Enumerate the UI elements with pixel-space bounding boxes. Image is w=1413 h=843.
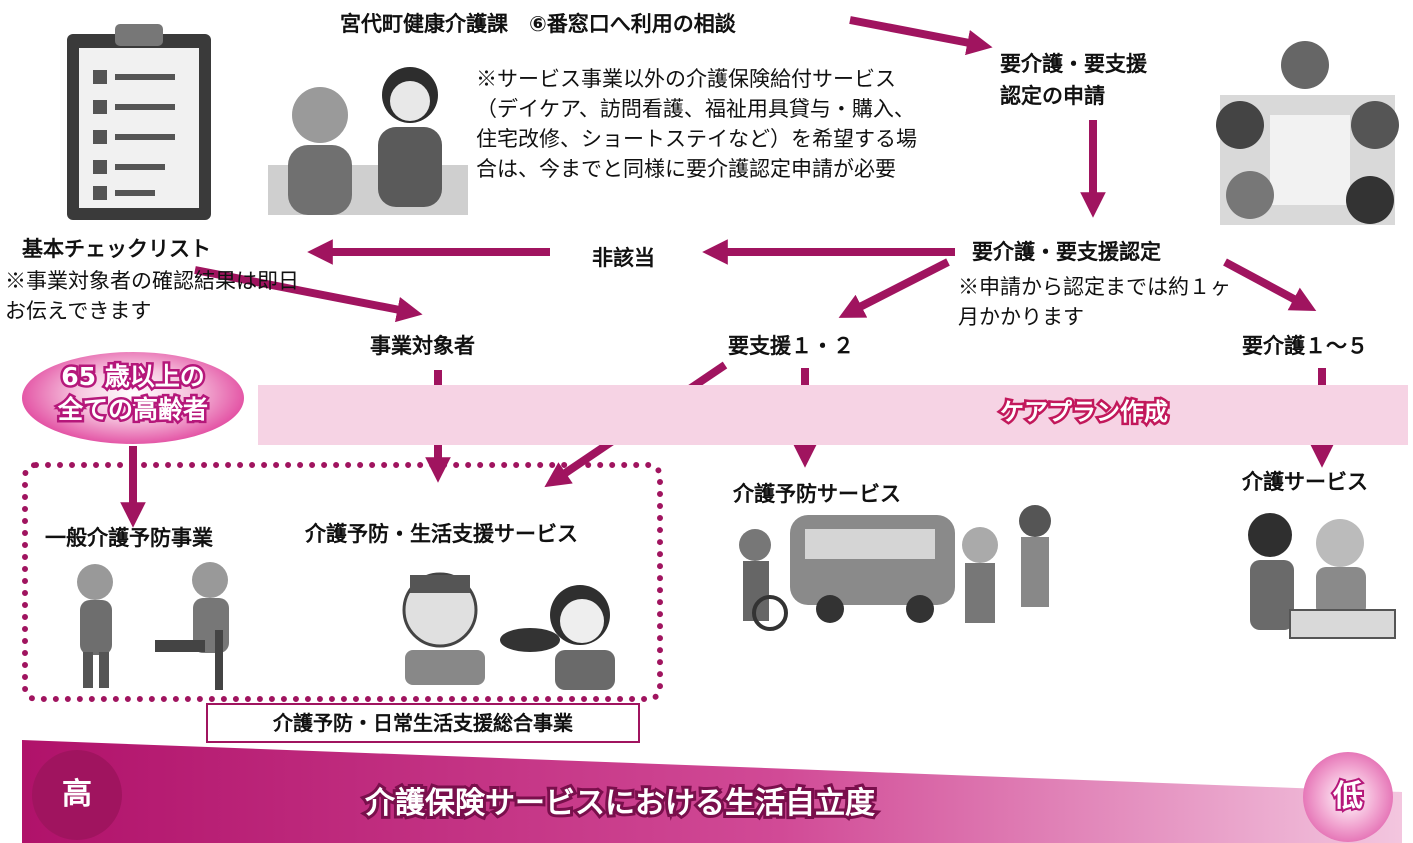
certification-label: 要介護・要支援認定	[972, 240, 1161, 264]
support12-label: 要支援１・２	[728, 334, 854, 358]
care-meal-illustration	[1248, 513, 1396, 639]
scale-high-marker: 高	[32, 750, 122, 840]
prevention-service-label: 介護予防サービス	[733, 482, 901, 506]
consultation-illustration	[268, 67, 468, 215]
business-target-label: 事業対象者	[370, 334, 475, 358]
checklist-label: 基本チェックリスト	[22, 237, 211, 261]
scale-title: 介護保険サービスにおける生活自立度	[362, 783, 878, 824]
comprehensive-project-label: 介護予防・日常生活支援総合事業	[206, 703, 640, 743]
elderly-badge-text: 65 歳以上の 全ての高齢者	[55, 360, 210, 427]
committee-meeting-illustration	[1216, 41, 1399, 225]
general-prevention-label: 一般介護予防事業	[45, 526, 213, 550]
care-plan-band	[258, 385, 1408, 445]
checklist-note: ※事業対象者の確認結果は即日お伝えできます	[5, 269, 299, 323]
not-applicable-label: 非該当	[592, 246, 655, 270]
elderly-badge	[22, 352, 244, 444]
care15-label: 要介護１〜５	[1242, 334, 1368, 358]
scale-low-marker: 低	[1303, 752, 1393, 842]
prevention-life-support-label: 介護予防・生活支援サービス	[305, 522, 578, 546]
comprehensive-project-group	[22, 462, 663, 702]
independence-scale-bar	[22, 740, 1402, 843]
care-plan-label: ケアプラン作成	[998, 396, 1171, 429]
arrow-consult-to-apply	[849, 16, 993, 56]
arrow-checklist-to-target	[194, 266, 423, 323]
apply-label: 要介護・要支援 認定の申請	[1000, 52, 1147, 108]
certification-note: ※申請から認定までは約１ヶ月かかります	[958, 275, 1231, 329]
arrow-cert-to-care15	[1223, 258, 1317, 312]
arrow-cert-to-support12	[838, 258, 950, 318]
exercise-illustration	[77, 562, 229, 690]
daycare-bus-illustration	[739, 505, 1051, 631]
care-service-label: 介護サービス	[1242, 470, 1368, 494]
cleaning-cooking-illustration	[402, 572, 615, 690]
service-note: ※サービス事業以外の介護保険給付サービス（デイケア、訪問看護、福祉用具貸与・購入…	[476, 67, 917, 181]
consult-label: 宮代町健康介護課 ⑥番窓口へ利用の相談	[340, 12, 736, 36]
checklist-clipboard-illustration	[67, 24, 211, 220]
